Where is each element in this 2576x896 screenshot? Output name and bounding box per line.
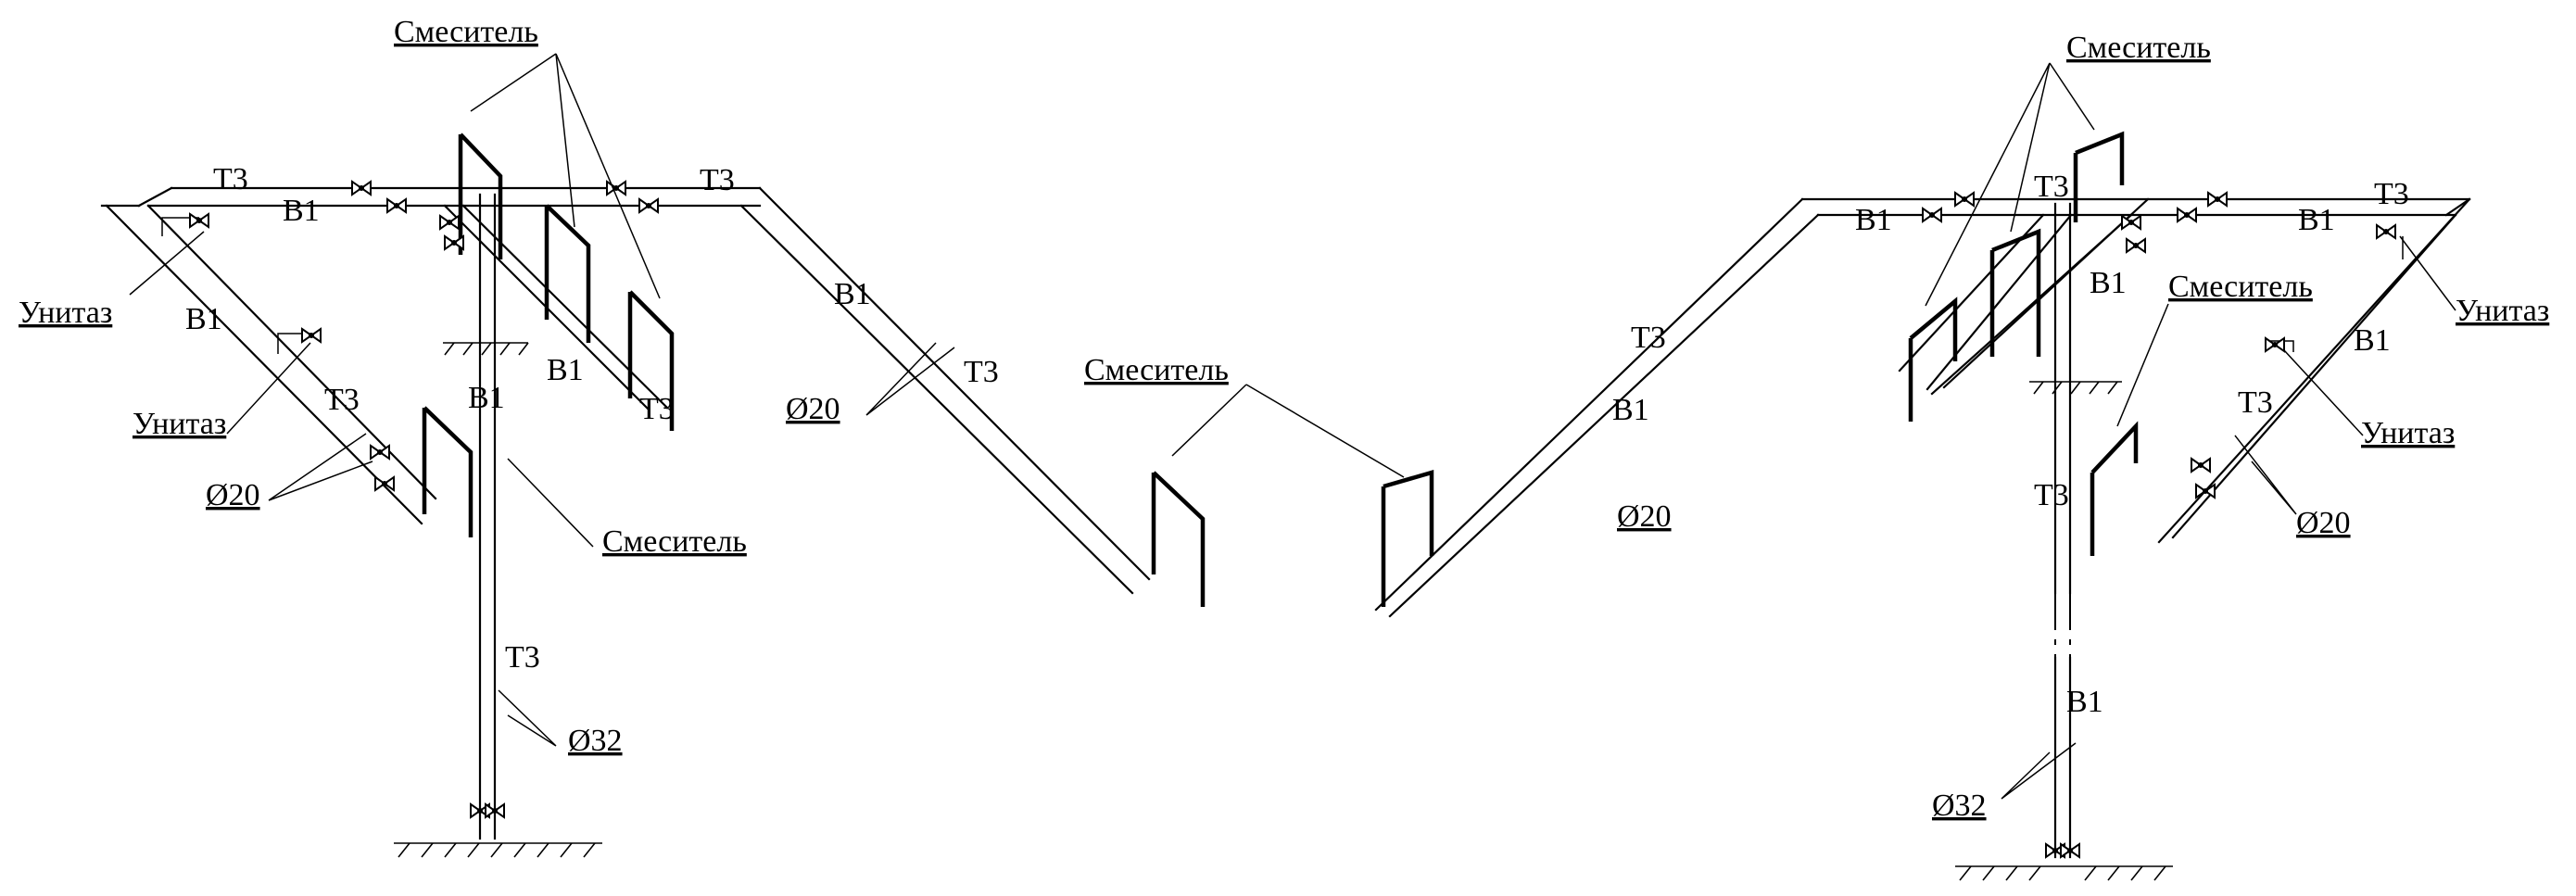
valve-icon [2177, 208, 2197, 222]
diameter-label: Ø20 [1617, 499, 1672, 534]
mixer-fixture [627, 290, 675, 431]
mixer-fixture [1908, 297, 1958, 422]
ground-hatch [1955, 381, 2173, 881]
pipe-label-b1: В1 [185, 302, 222, 336]
toilet-label: Унитаз [2361, 416, 2455, 450]
toilet-label: Унитаз [19, 296, 112, 330]
left-diag-t3 [105, 204, 423, 525]
valve-icon [374, 476, 395, 491]
pipe-label-b1: В1 [2354, 323, 2391, 358]
pipe-label-b1: В1 [2298, 203, 2335, 237]
pipe-label-b1: В1 [2066, 685, 2103, 719]
left-long-t3 [758, 186, 1151, 581]
mixer-label: Смеситель [2168, 270, 2313, 304]
pipe-label-b1: В1 [547, 353, 584, 387]
pipe-label-t3: Т3 [1631, 321, 1666, 355]
mixer-fixture [544, 204, 591, 343]
valve-icon [2191, 458, 2211, 473]
toilet-label: Унитаз [133, 407, 226, 441]
right-long-t3 [1374, 197, 1804, 612]
pipe-label-b1: В1 [834, 277, 871, 311]
pipe-label-t3: Т3 [2374, 177, 2409, 211]
valve-icon [2195, 484, 2216, 498]
valve-icon [351, 181, 372, 196]
mixer-fixture [2073, 131, 2125, 222]
valve-icon [2121, 215, 2141, 230]
pipe-label-t3: Т3 [213, 162, 248, 196]
mixer-label: Смеситель [394, 15, 538, 49]
mixer-label: Смеситель [2066, 31, 2211, 65]
pipe-label-t3: Т3 [324, 383, 360, 417]
pipe-label-b1: В1 [468, 381, 505, 415]
diameter-label: Ø20 [206, 478, 260, 512]
toilet-label: Унитаз [2456, 294, 2549, 328]
mixer-label: Смеситель [602, 524, 747, 559]
right-long-b1 [1388, 213, 1820, 618]
mixer-fixture [2090, 421, 2139, 556]
pipe-label-b1: В1 [2090, 266, 2127, 300]
diameter-label: Ø32 [568, 724, 623, 758]
valve-icon [2207, 192, 2228, 207]
ground-hatch [394, 342, 602, 858]
right-diag-t3 [2157, 197, 2471, 544]
mixer-fixture [422, 406, 474, 537]
valve-icon [301, 328, 322, 343]
diameter-label: Ø20 [2296, 506, 2351, 540]
valve-icon [638, 198, 659, 213]
valve-icon [2265, 337, 2285, 352]
valve-icon [189, 213, 209, 228]
valve-icon [439, 215, 460, 230]
diameter-label: Ø20 [786, 392, 840, 426]
valve-icon [606, 181, 626, 196]
mixer-fixture [458, 133, 503, 259]
left-riser-scheme: Смеситель Т3 В1 Унитаз В1 Унитаз Т3 Ø20 … [19, 15, 1405, 858]
valve-icon [1922, 208, 1942, 222]
valve-icon [1954, 192, 1975, 207]
valve-icon [370, 445, 390, 460]
pipe-label-b1: В1 [1612, 393, 1649, 427]
valve-icon [386, 198, 407, 213]
pipe-label-t3: Т3 [2238, 385, 2273, 420]
mixer-fixture [1151, 471, 1206, 607]
pipe-label-t3: Т3 [2034, 478, 2069, 512]
mixer-label: Смеситель [1084, 353, 1229, 387]
right-riser-scheme: Смеситель В1 Т3 В1 Т3 В1 Унитаз Смесител… [1374, 31, 2549, 881]
pipe-label-t3: Т3 [505, 640, 540, 675]
pipe-label-t3: Т3 [964, 355, 999, 389]
diameter-label: Ø32 [1932, 789, 1987, 823]
mixer-fixture [1989, 228, 2041, 357]
pipe-label-t3: Т3 [2034, 170, 2069, 204]
right-diag-b1 [2171, 213, 2457, 539]
pipe-label-b1: В1 [1855, 203, 1892, 237]
left-diag-b1 [146, 204, 437, 500]
pipe-label-b1: В1 [283, 194, 320, 228]
pipe-label-t3: Т3 [700, 163, 735, 197]
left-long-b1 [739, 204, 1134, 595]
mixer-fixture [1381, 470, 1434, 607]
valve-icon [444, 235, 464, 250]
pipe-label-t3: Т3 [639, 392, 675, 426]
valve-icon [2126, 238, 2146, 253]
valve-icon [2376, 224, 2396, 239]
